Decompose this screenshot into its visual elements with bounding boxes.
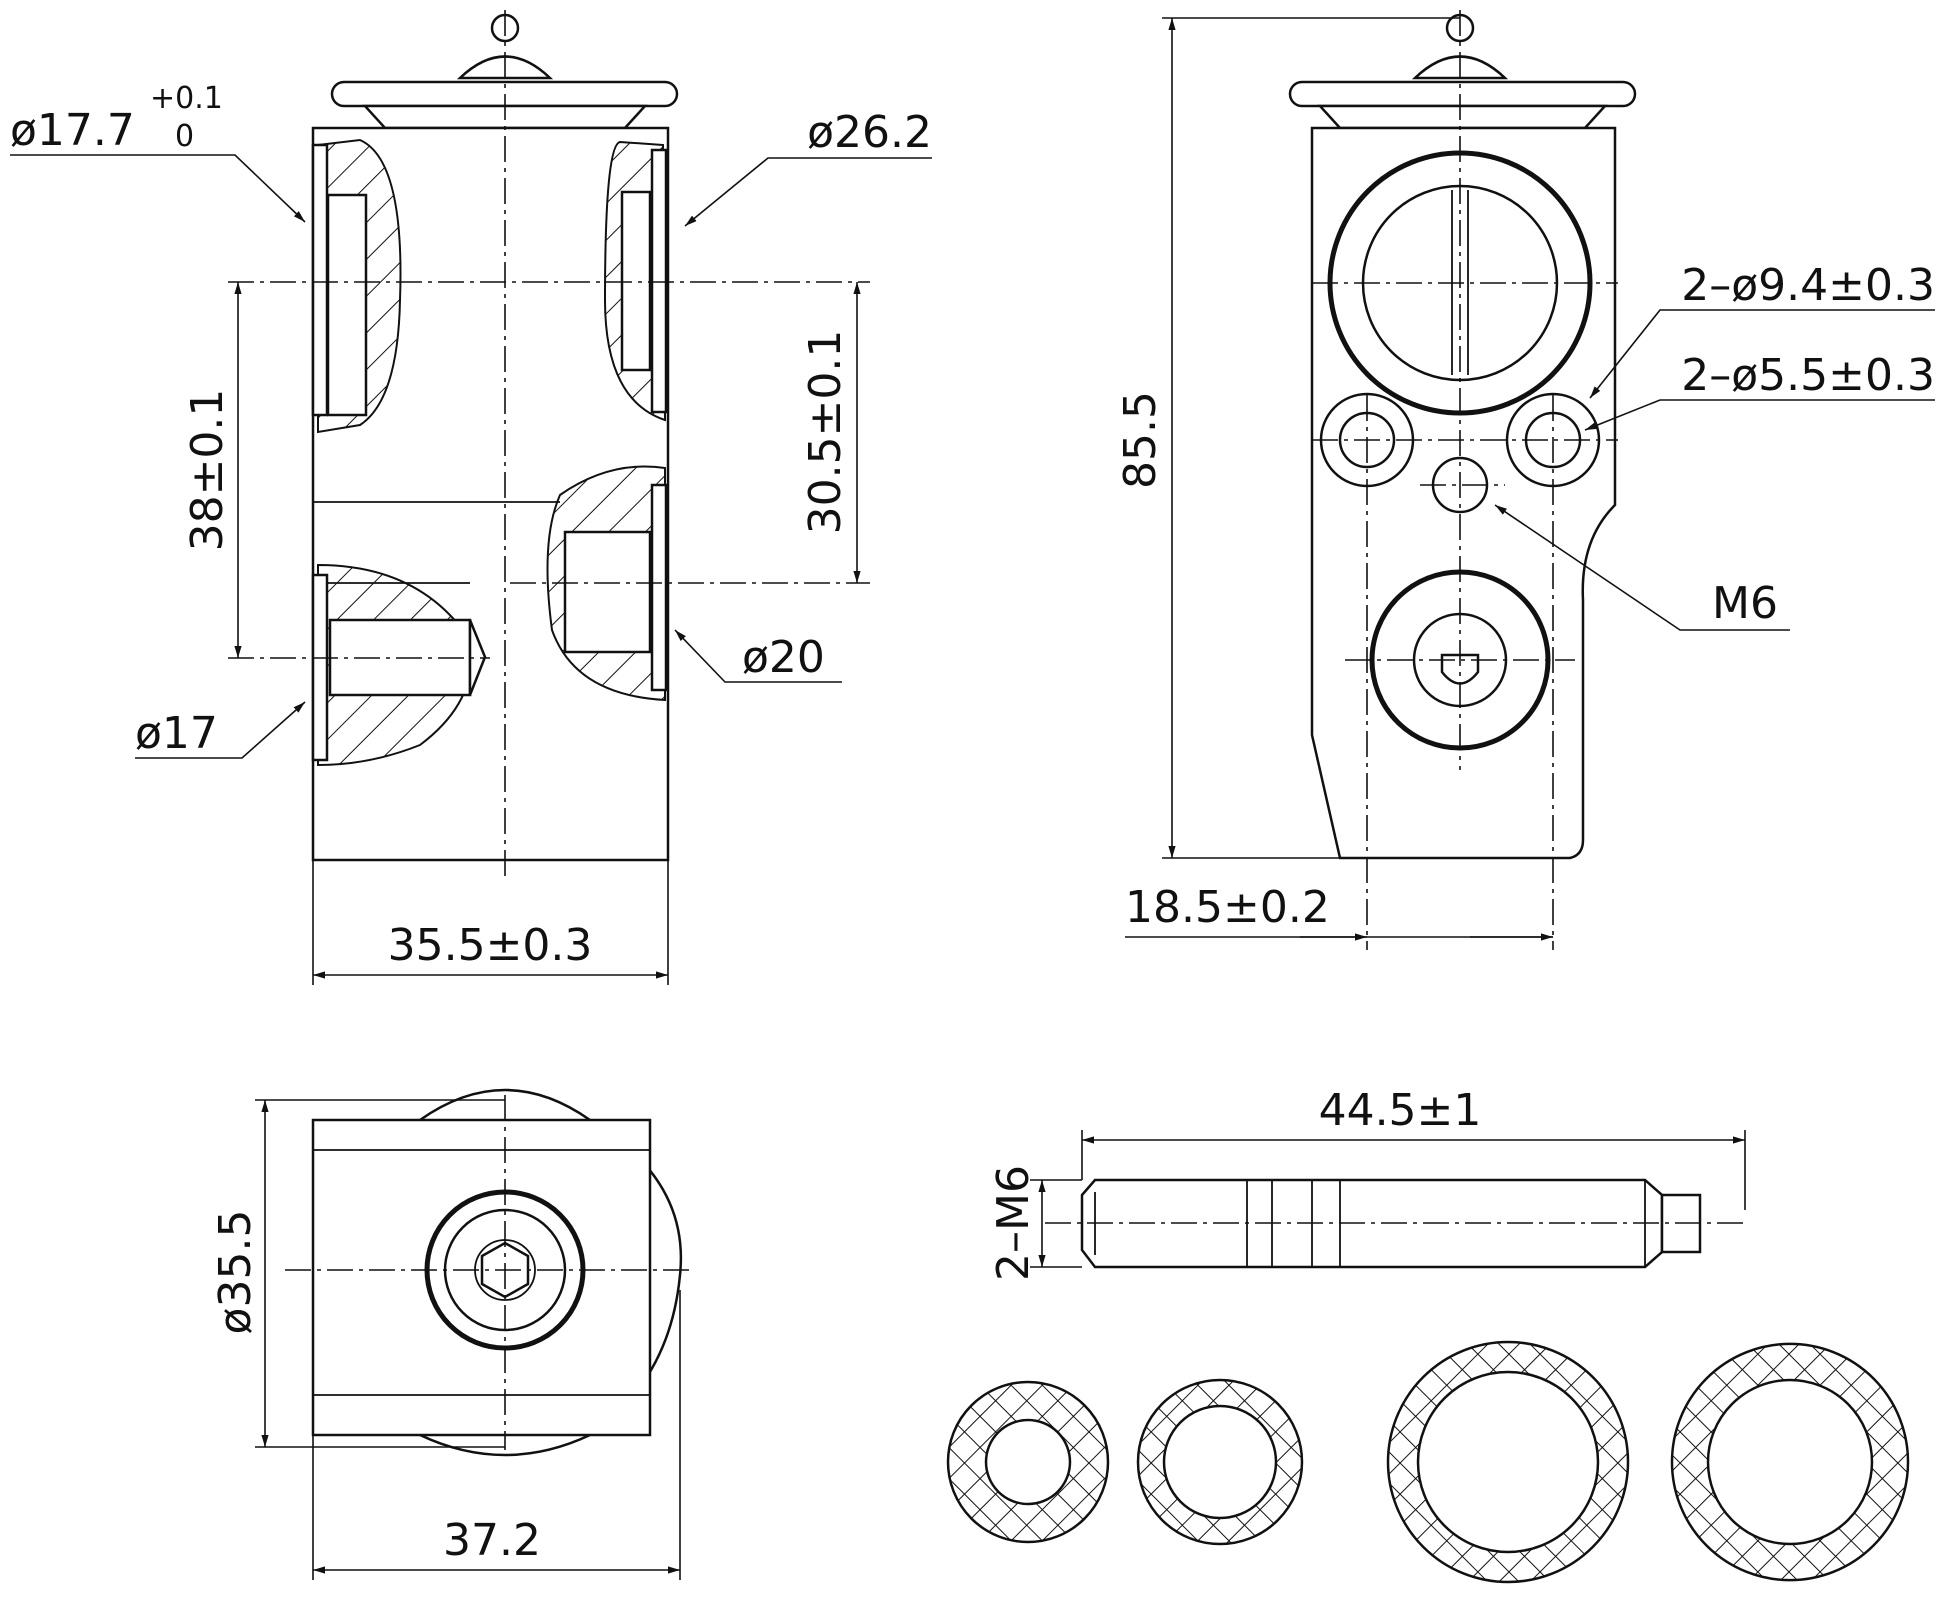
leader-m6: [1494, 504, 1790, 631]
dim-5-5-label: 2–ø5.5±0.3: [1681, 350, 1935, 401]
side-cap-neck: [1317, 104, 1608, 130]
o-ring-4: [1670, 1342, 1910, 1582]
port-upper-left-bore: [326, 193, 368, 417]
lower-port-core: [1440, 653, 1480, 685]
o-ring-2: [1136, 1378, 1304, 1546]
dim-44-5-label: 44.5±1: [1319, 1085, 1482, 1136]
dim-m6-label: M6: [1712, 578, 1778, 629]
side-view: 85.5 18.5±0.2 2–ø9.4±0.3 2–ø5.5±0.3 M6: [1115, 10, 1935, 950]
port-upper-right-bore: [620, 190, 652, 372]
leader-17: [135, 701, 306, 759]
leader-20: [674, 629, 842, 683]
port-mid-right-bore: [563, 530, 652, 654]
dim-30-5-label: 30.5±0.1: [800, 330, 851, 535]
dim-bolt-m6-label: 2–M6: [988, 1165, 1039, 1281]
bottom-view: ø35.5 37.2: [210, 1088, 690, 1580]
dim-37-2-label: 37.2: [443, 1515, 541, 1566]
dim-17-label: ø17: [135, 708, 218, 759]
dim-9-4-label: 2–ø9.4±0.3: [1681, 260, 1935, 311]
o-ring-1: [946, 1380, 1110, 1544]
bolt-view: 44.5±1 2–M6: [988, 1085, 1746, 1281]
dim-17-7-label: ø17.7: [10, 105, 135, 156]
o-rings: [946, 1340, 1910, 1584]
dim-18-5-label: 18.5±0.2: [1125, 882, 1330, 933]
leader-9-4: [1589, 309, 1935, 399]
dim-26-2-label: ø26.2: [807, 107, 932, 158]
leader-17-7: [10, 154, 306, 223]
front-section-view: 38±0.1 30.5±0.1 35.5±0.3 ø17.7 +0.1 0 ø2…: [10, 10, 932, 985]
port-mid-right-seal: [650, 483, 668, 692]
dim-35-5-label: 35.5±0.3: [388, 920, 593, 971]
dim-38-label: 38±0.1: [182, 389, 233, 552]
dim-17-7-tol-zero: 0: [175, 119, 194, 154]
dim-85-5-label: 85.5: [1115, 391, 1166, 489]
o-ring-3: [1386, 1340, 1630, 1584]
port-upper-right-seal: [650, 148, 668, 414]
port-upper-left-seal: [311, 143, 329, 417]
dim-20-label: ø20: [742, 632, 825, 683]
dim-17-7-tol-plus: +0.1: [150, 81, 223, 116]
leader-26-2: [684, 157, 932, 227]
dim-d35-5-label: ø35.5: [210, 1210, 261, 1335]
leader-5-5: [1584, 399, 1935, 431]
side-cap-flange: [1288, 80, 1637, 108]
port-lower-left-seal: [311, 573, 329, 762]
